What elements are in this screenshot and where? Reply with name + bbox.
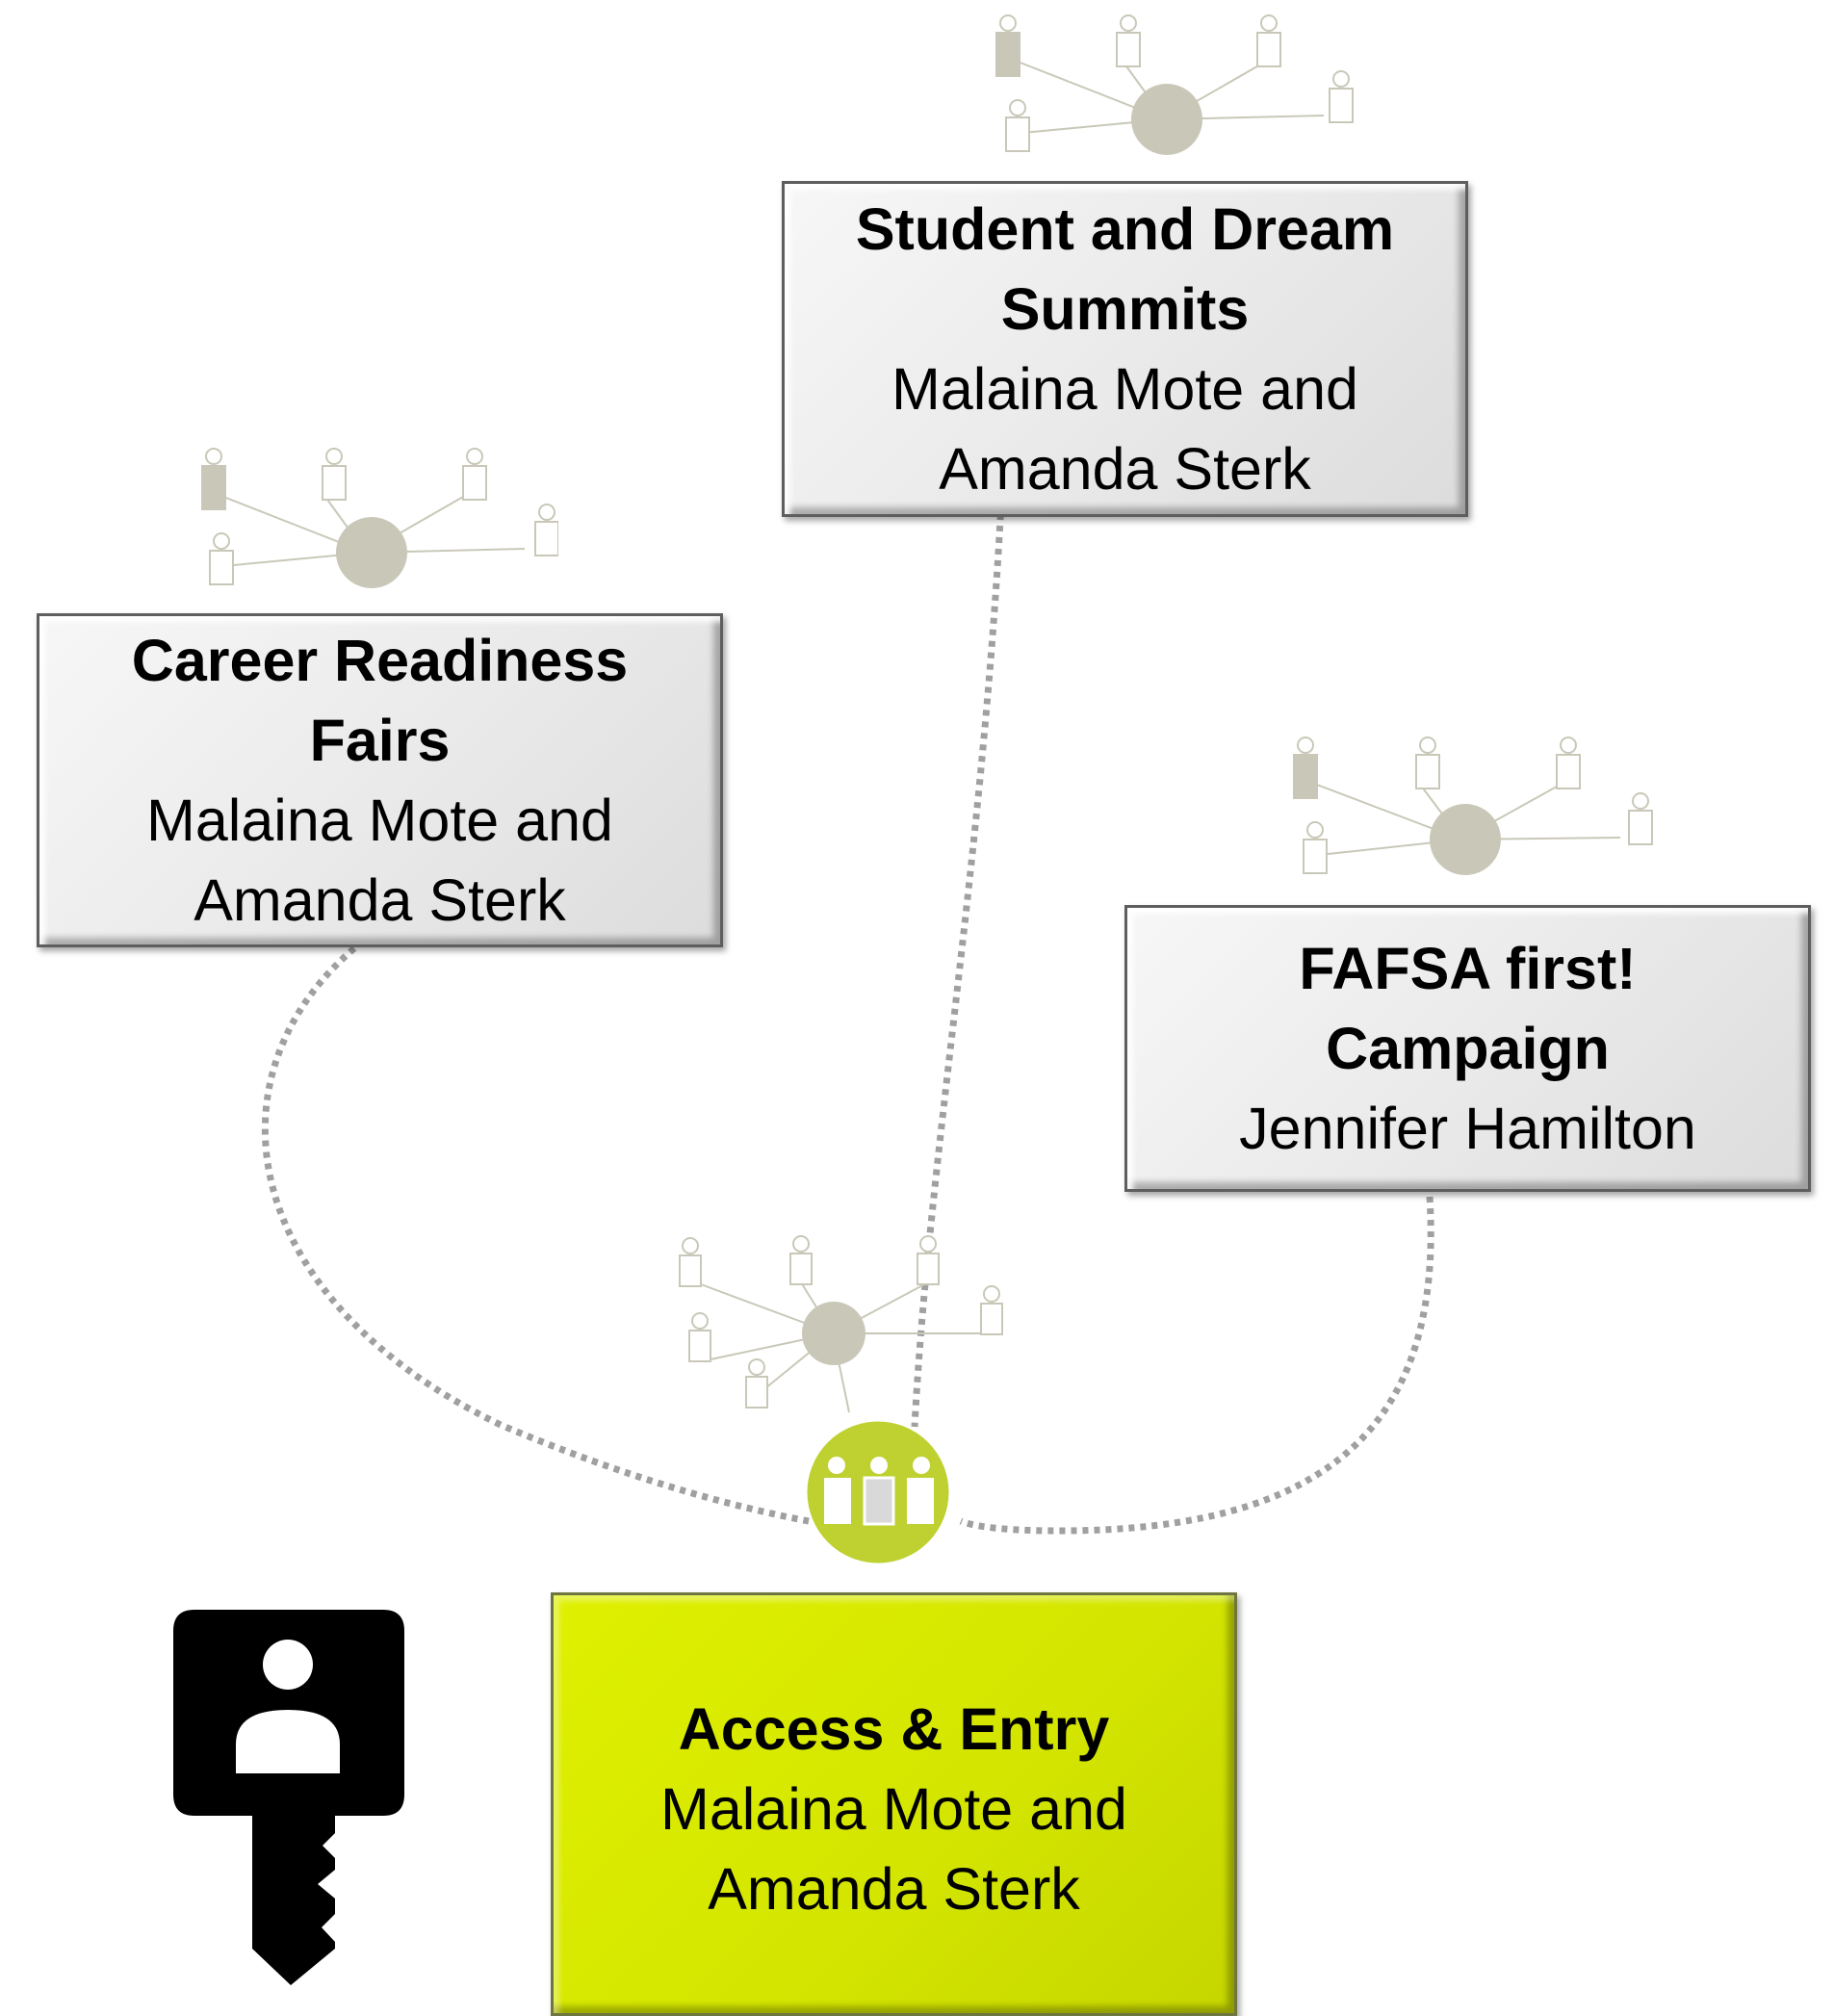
node-title: Student and Dream (855, 195, 1395, 262)
node-title: Fairs (309, 707, 451, 773)
node-title: Campaign (1326, 1015, 1610, 1081)
node-people: Malaina Mote and (146, 787, 613, 853)
people-network-icon (995, 14, 1354, 155)
node-student-dream-summits: Student and Dream Summits Malaina Mote a… (782, 181, 1468, 517)
node-title: Access & Entry (678, 1696, 1110, 1762)
node-people: Jennifer Hamilton (1239, 1095, 1696, 1161)
node-people: Amanda Sterk (708, 1856, 1080, 1922)
node-fafsa-first-campaign: FAFSA first! Campaign Jennifer Hamilton (1124, 905, 1811, 1192)
node-people: Malaina Mote and (660, 1776, 1127, 1842)
node-people: Amanda Sterk (194, 866, 566, 933)
people-network-icon (1293, 737, 1653, 875)
node-title: FAFSA first! (1299, 935, 1637, 1001)
people-network-icon (201, 448, 558, 588)
group-of-people-icon (804, 1418, 952, 1566)
node-people: Amanda Sterk (939, 435, 1311, 502)
node-career-readiness-fairs: Career Readiness Fairs Malaina Mote and … (37, 613, 723, 947)
person-key-icon (173, 1610, 404, 1985)
people-network-icon (679, 1235, 1003, 1413)
node-access-entry: Access & Entry Malaina Mote and Amanda S… (551, 1592, 1237, 2016)
node-title: Career Readiness (131, 627, 629, 693)
connector-fafsa-to-access-entry (959, 1196, 1434, 1535)
node-title: Summits (1000, 275, 1250, 342)
node-people: Malaina Mote and (891, 355, 1358, 422)
